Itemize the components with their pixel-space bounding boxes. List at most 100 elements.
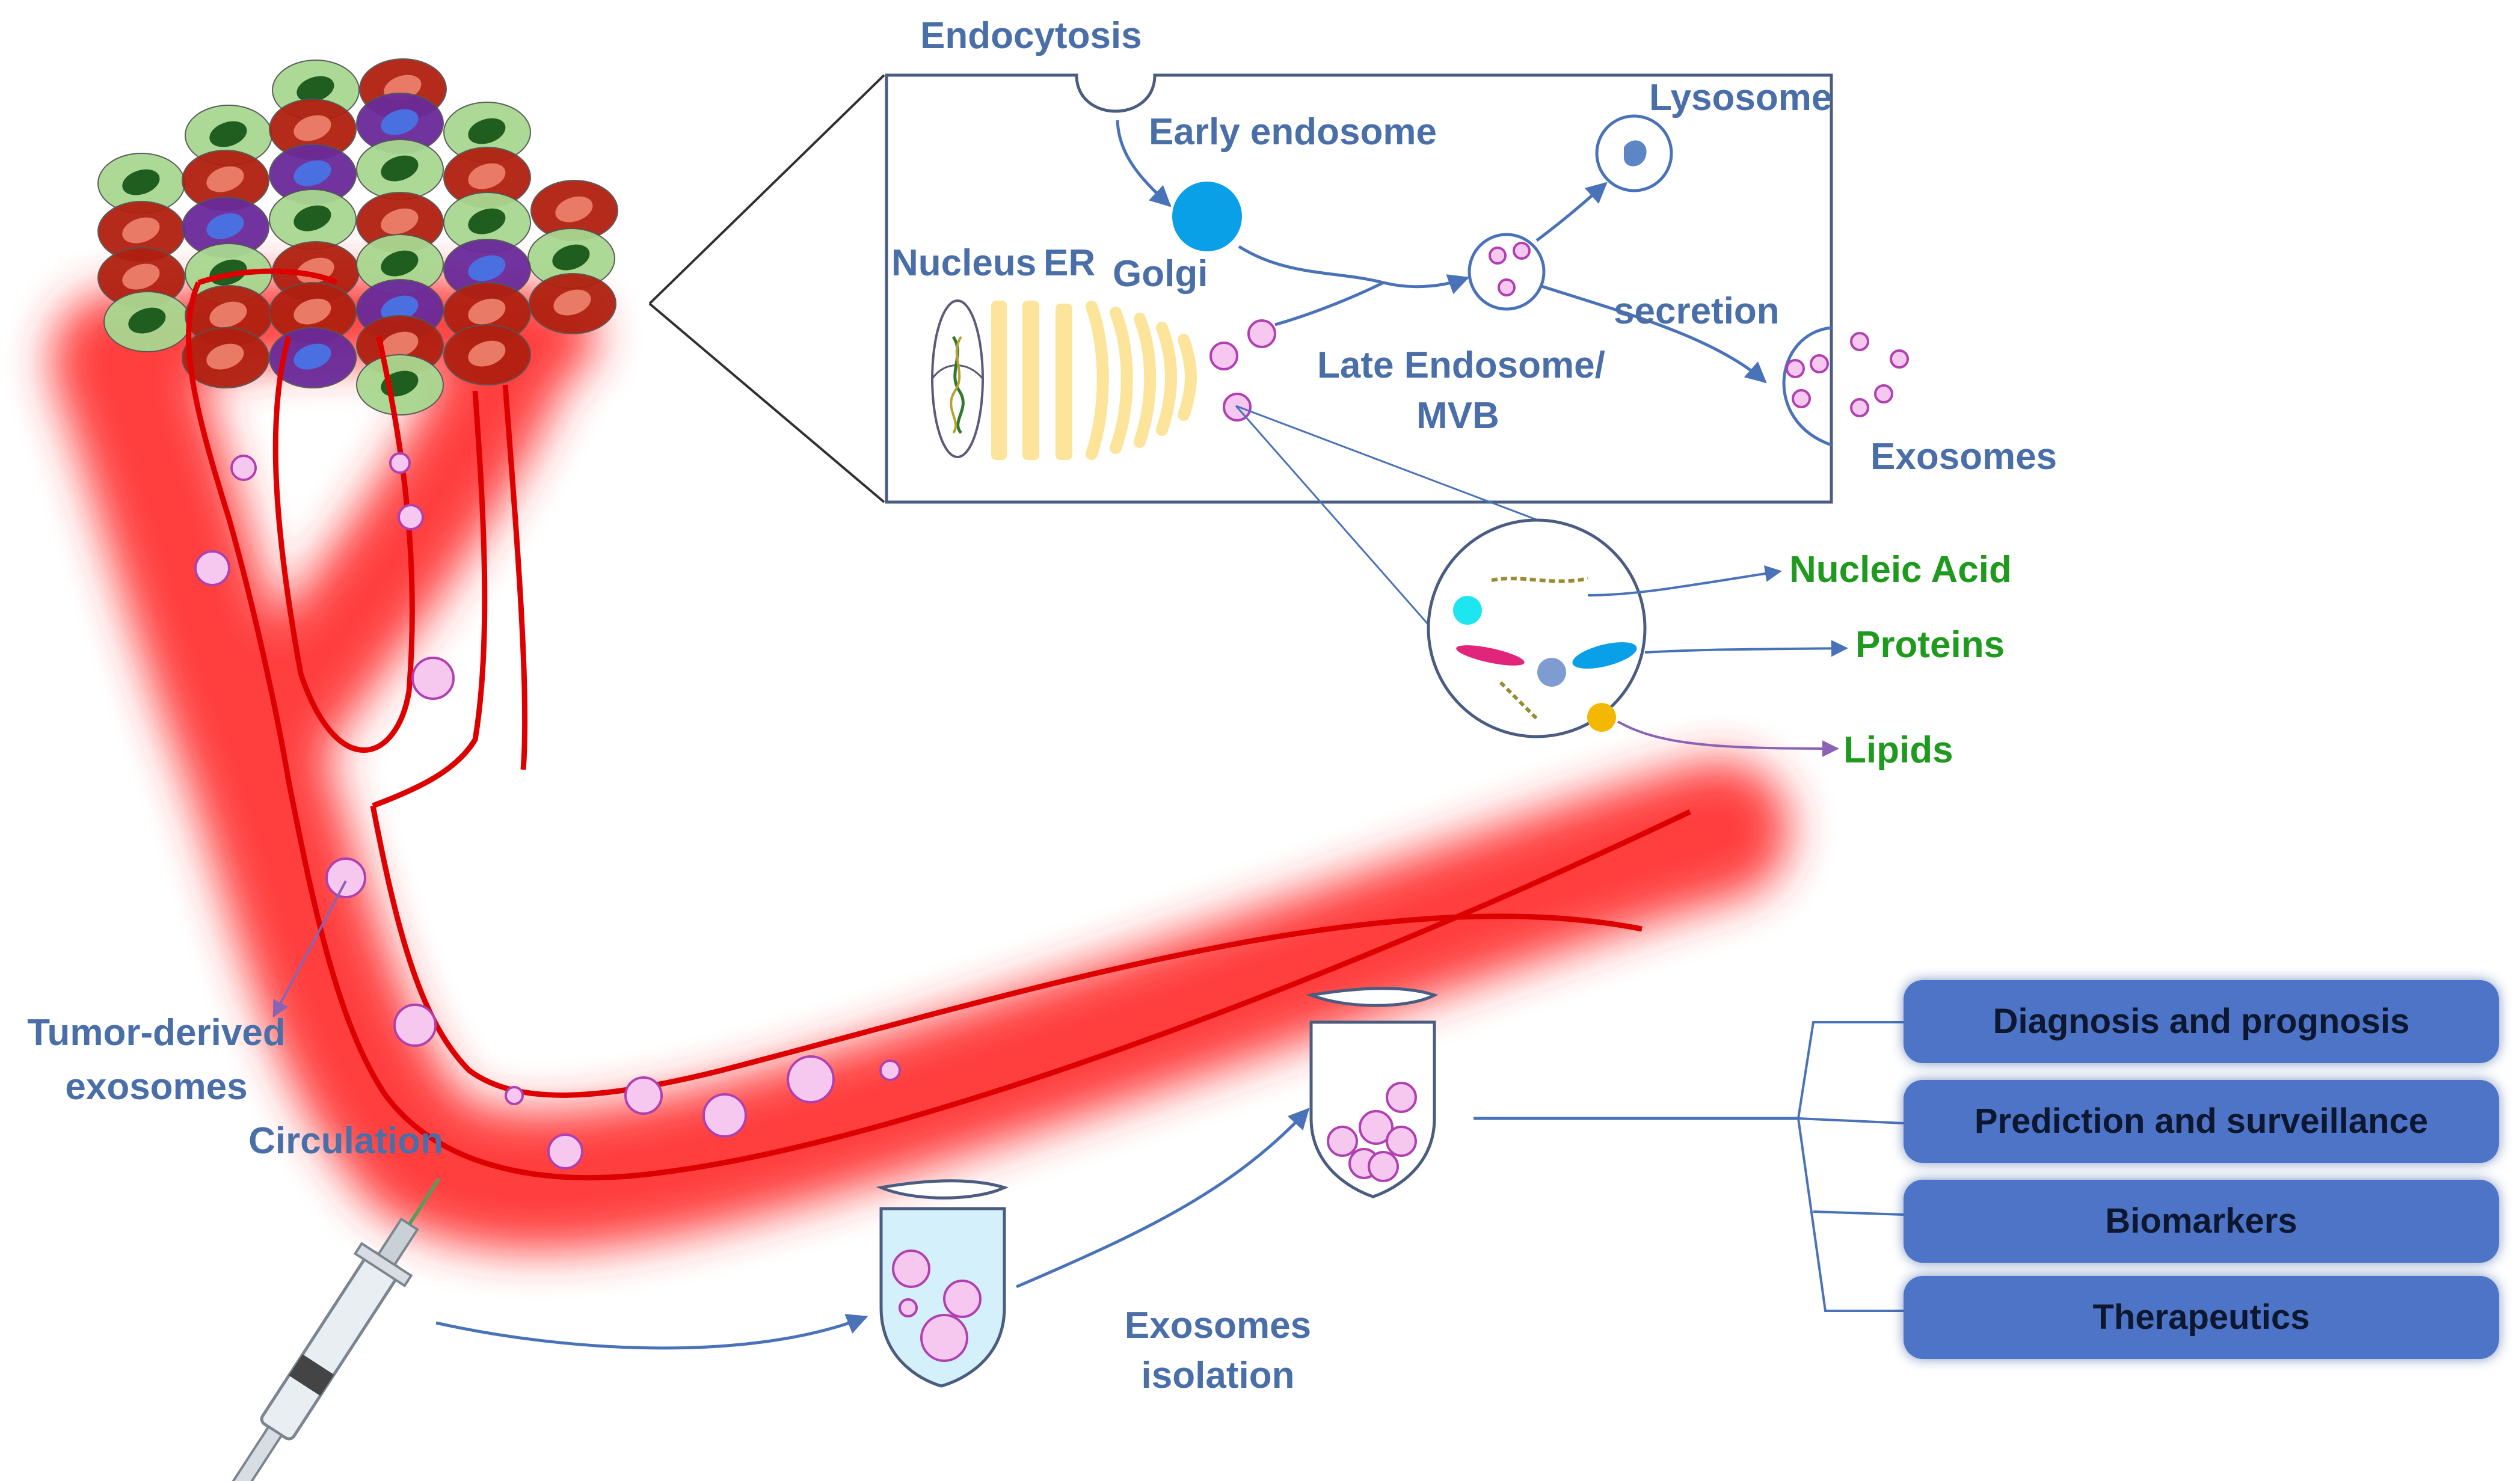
vessel-exosomes: [194, 452, 901, 1170]
exosome: [1890, 349, 1909, 369]
exosome: [325, 857, 366, 898]
tumor-cell: [182, 197, 269, 258]
exosome: [1850, 332, 1869, 351]
early-endosome-label: Early endosome: [1149, 111, 1437, 153]
exosome-cargo-zoom: [1235, 405, 1848, 757]
tumor-cell: [530, 180, 618, 241]
tumor-cell: [356, 192, 444, 253]
tumor-cell-cluster: [97, 58, 618, 415]
exosome: [899, 1298, 918, 1317]
tumor-cell: [443, 324, 531, 385]
circulation-label: Circulation: [248, 1120, 443, 1162]
lysosome-label: Lysosome: [1649, 77, 1832, 118]
blood-vessel: [186, 268, 1691, 1180]
labels: Endocytosis Early endosome Lysosome Nucl…: [27, 15, 2057, 1396]
exosome: [624, 1076, 663, 1115]
exosome: [1850, 398, 1869, 417]
application-box[interactable]: Diagnosis and prognosis: [1904, 980, 2499, 1063]
exosome: [1498, 278, 1516, 296]
secretion-label: secretion: [1614, 290, 1780, 332]
application-box[interactable]: Prediction and surveillance: [1904, 1080, 2499, 1163]
syringe-icon: [221, 1177, 441, 1481]
application-label: Biomarkers: [2105, 1201, 2297, 1240]
late-endosome-label: Late Endosome/: [1317, 345, 1605, 386]
exosome: [1386, 1126, 1417, 1157]
nucleic-acid-label: Nucleic Acid: [1789, 549, 2012, 590]
tumor-cell: [529, 273, 616, 334]
application-label: Therapeutics: [2093, 1298, 2310, 1337]
cell-vesicles: [1209, 242, 1909, 422]
exosome: [1489, 247, 1507, 265]
exosome: [920, 1314, 968, 1362]
exosome: [943, 1280, 982, 1318]
tumor-cell: [356, 234, 444, 295]
exosome: [892, 1249, 930, 1288]
exosome: [398, 504, 424, 530]
tumor-cell: [356, 139, 444, 200]
exosome: [411, 657, 455, 700]
lipids-label: Lipids: [1843, 729, 1953, 771]
exosome: [879, 1059, 901, 1081]
tumor-cell: [269, 144, 357, 205]
golgi-stacks: [1086, 301, 1197, 460]
tumor-cell: [443, 192, 531, 253]
application-box[interactable]: Biomarkers: [1904, 1180, 2499, 1263]
golgi-label: Golgi: [1113, 253, 1208, 295]
exosome: [1327, 1126, 1358, 1157]
exosome: [1810, 354, 1829, 373]
exosome: [1359, 1110, 1394, 1145]
tumor-exosome-pointer: [272, 880, 347, 1018]
exosome: [1209, 342, 1238, 370]
nucleus-shape: [931, 299, 984, 458]
endocytosis-label: Endocytosis: [920, 15, 1142, 57]
exosome: [230, 455, 257, 481]
exosome: [1874, 384, 1893, 403]
tumor-cell: [182, 327, 269, 388]
tumor-cell: [443, 282, 531, 343]
exosomes-isolation-label-line2: isolation: [1142, 1355, 1295, 1396]
application-box[interactable]: Therapeutics: [1904, 1276, 2499, 1359]
er-stacks: [991, 301, 1072, 460]
tumor-cell: [269, 327, 357, 388]
isolation-flow: [435, 1108, 1798, 1350]
tumor-derived-label: Tumor-derived: [27, 1012, 285, 1053]
tumor-cell: [356, 354, 444, 415]
application-label: Prediction and surveillance: [1975, 1102, 2428, 1141]
tube-exosomes: [892, 1082, 1417, 1362]
exosomes-isolation-label: Exosomes: [1125, 1305, 1311, 1346]
exosome: [787, 1055, 835, 1103]
cell-box: [648, 73, 1833, 504]
mvb-label: MVB: [1416, 395, 1499, 437]
exosome: [547, 1133, 583, 1170]
exosome: [1792, 389, 1811, 408]
exosome: [194, 550, 230, 586]
tumor-cell: [185, 105, 272, 166]
exosome: [1786, 359, 1805, 378]
application-boxes: Diagnosis and prognosis Prediction and s…: [1904, 980, 2499, 1359]
tumor-cell: [269, 282, 357, 343]
application-label: Diagnosis and prognosis: [1993, 1002, 2410, 1041]
exosome: [1247, 319, 1276, 348]
nucleus-label: Nucleus: [891, 242, 1036, 284]
exosome: [702, 1093, 747, 1138]
tumor-cell: [97, 153, 185, 214]
application-bracket: [1796, 1021, 1904, 1312]
tumor-cell: [443, 147, 531, 208]
exosome: [389, 452, 411, 474]
tumor-cell: [443, 102, 531, 163]
tumor-derived-label-line2: exosomes: [65, 1066, 247, 1108]
proteins-label: Proteins: [1855, 624, 2005, 666]
tumor-cell: [182, 150, 269, 211]
tumor-cell: [269, 189, 357, 250]
exosomes-label: Exosomes: [1870, 436, 2057, 477]
er-label: ER: [1043, 242, 1095, 284]
exosome: [1513, 242, 1531, 260]
exosome: [505, 1086, 524, 1105]
exosome: [1386, 1082, 1417, 1113]
tumor-cell: [97, 247, 185, 308]
exosome: [393, 1004, 437, 1047]
tumor-cell: [269, 99, 357, 160]
tumor-cell: [103, 291, 191, 352]
exosome: [1368, 1151, 1399, 1182]
